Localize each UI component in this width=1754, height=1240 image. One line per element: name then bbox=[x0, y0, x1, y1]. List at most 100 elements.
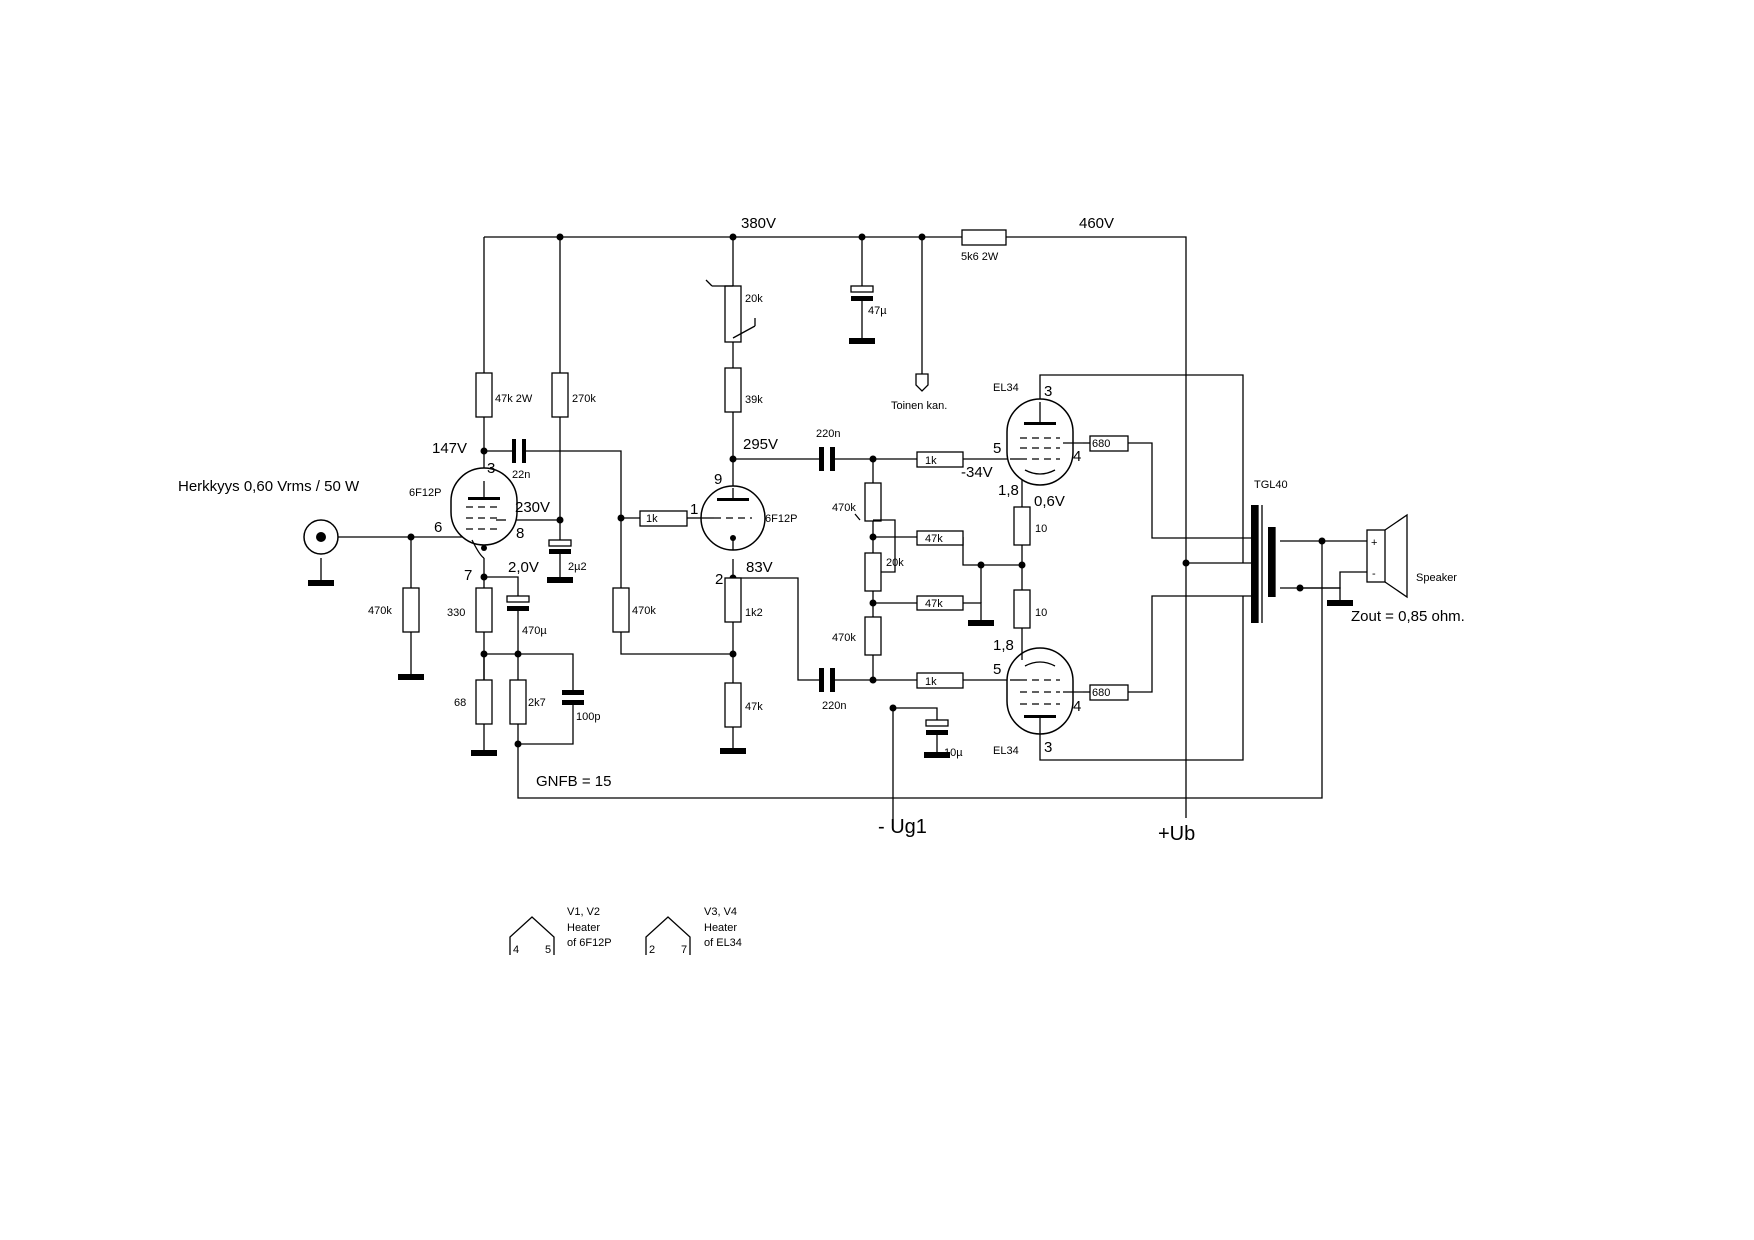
pin-label: 5 bbox=[993, 440, 1001, 457]
value-10-top: 10 bbox=[1035, 523, 1047, 535]
heater1-pin-a: 4 bbox=[513, 944, 519, 956]
value-270k: 270k bbox=[572, 393, 596, 405]
node-voltage-83: 83V bbox=[746, 559, 773, 576]
heater2-line2: Heater bbox=[704, 922, 737, 934]
value-68: 68 bbox=[454, 697, 466, 709]
value-20k-balance: 20k bbox=[886, 557, 904, 569]
node-voltage-230: 230V bbox=[515, 499, 550, 516]
pin-label: 2 bbox=[715, 571, 723, 588]
gnfb-label: GNFB = 15 bbox=[536, 773, 611, 790]
wiring bbox=[338, 236, 1367, 830]
resistor-680-top bbox=[1089, 435, 1129, 452]
resistor-10-top bbox=[1013, 506, 1031, 546]
output-transformer bbox=[1251, 505, 1287, 623]
pin-label: 1 bbox=[690, 501, 698, 518]
resistor-68 bbox=[475, 679, 493, 725]
pot-20k-balance bbox=[864, 552, 882, 592]
node-voltage-06: 0,6V bbox=[1034, 493, 1065, 510]
pot-wipers bbox=[705, 279, 896, 573]
heater2-pin-b: 7 bbox=[681, 944, 687, 956]
pin-label: 7 bbox=[464, 567, 472, 584]
heater1-line3: of 6F12P bbox=[567, 937, 612, 949]
resistors bbox=[402, 229, 1129, 728]
value-470k-top: 470k bbox=[832, 502, 856, 514]
value-470u: 470µ bbox=[522, 625, 547, 637]
resistor-47k-a bbox=[916, 530, 964, 546]
value-10u: 10µ bbox=[944, 747, 963, 759]
value-22n: 22n bbox=[512, 469, 530, 481]
output-impedance-label: Zout = 0,85 ohm. bbox=[1351, 608, 1465, 625]
input-jack bbox=[303, 519, 339, 555]
tube-v3 bbox=[1006, 398, 1083, 490]
resistor-39k bbox=[724, 367, 742, 413]
sensitivity-label: Herkkyys 0,60 Vrms / 50 W bbox=[178, 478, 360, 495]
heater2-line1: V3, V4 bbox=[704, 906, 737, 918]
node-voltage-295: 295V bbox=[743, 436, 778, 453]
pot-20k-plate bbox=[724, 285, 742, 343]
value-2k7: 2k7 bbox=[528, 697, 546, 709]
pin-label: 8 bbox=[516, 525, 524, 542]
ground-symbol bbox=[849, 338, 875, 344]
resistor-47k-cathode bbox=[724, 682, 742, 728]
pin-label: 3 bbox=[1044, 383, 1052, 400]
value-1k2: 1k2 bbox=[745, 607, 763, 619]
value-680-bottom: 680 bbox=[1092, 687, 1110, 699]
value-47k-a: 47k bbox=[925, 533, 943, 545]
resistor-470k-bottom bbox=[864, 616, 882, 656]
resistor-470k-top bbox=[864, 482, 882, 522]
ground-symbol bbox=[968, 620, 994, 626]
value-470k-input: 470k bbox=[368, 605, 392, 617]
ground-symbol bbox=[547, 577, 573, 583]
pin-label: 1,8 bbox=[998, 482, 1019, 499]
pin-label: 5 bbox=[993, 661, 1001, 678]
value-20k-plate: 20k bbox=[745, 293, 763, 305]
tube-v4-type: EL34 bbox=[993, 745, 1019, 757]
transformer-label: TGL40 bbox=[1254, 479, 1288, 491]
value-1k-bottom: 1k bbox=[925, 676, 937, 688]
value-47k-b: 47k bbox=[925, 598, 943, 610]
resistor-1k-top bbox=[916, 451, 964, 468]
ground-symbol bbox=[1327, 600, 1353, 606]
value-39k: 39k bbox=[745, 394, 763, 406]
tube-v1 bbox=[440, 467, 518, 559]
resistor-470k-grid bbox=[612, 587, 630, 633]
value-680-top: 680 bbox=[1092, 438, 1110, 450]
positive-supply-label: +Ub bbox=[1158, 823, 1195, 845]
pin-label: 6 bbox=[434, 519, 442, 536]
pin-label: 3 bbox=[487, 460, 495, 477]
second-channel-tap bbox=[915, 237, 929, 392]
second-channel-label: Toinen kan. bbox=[891, 400, 947, 412]
value-330: 330 bbox=[447, 607, 465, 619]
value-470k-grid: 470k bbox=[632, 605, 656, 617]
resistor-5k6 bbox=[961, 229, 1007, 246]
value-100p: 100p bbox=[576, 711, 600, 723]
resistor-1k-bottom bbox=[916, 672, 964, 689]
tube-v1-type: 6F12P bbox=[409, 487, 441, 499]
node-voltage-147: 147V bbox=[432, 440, 467, 457]
pin-label: 4 bbox=[1073, 698, 1081, 715]
heater1-line2: Heater bbox=[567, 922, 600, 934]
resistor-47k-b bbox=[916, 595, 964, 611]
heater1-pin-b: 5 bbox=[545, 944, 551, 956]
node-voltage-2: 2,0V bbox=[508, 559, 539, 576]
node-voltage-380: 380V bbox=[741, 215, 776, 232]
tube-v3-type: EL34 bbox=[993, 382, 1019, 394]
node-voltage-minus34: -34V bbox=[961, 464, 993, 481]
heater-v1-v2 bbox=[509, 916, 555, 955]
tube-v2 bbox=[699, 485, 766, 551]
value-220n-top: 220n bbox=[816, 428, 840, 440]
grounds bbox=[308, 338, 1353, 758]
neg-bias-supply-label: - Ug1 bbox=[878, 816, 927, 838]
ground-symbol bbox=[720, 748, 746, 754]
value-47k-2w: 47k 2W bbox=[495, 393, 533, 405]
ground-symbol bbox=[924, 752, 950, 758]
value-1k-grid: 1k bbox=[646, 513, 658, 525]
resistor-47k-2w bbox=[475, 372, 493, 418]
resistor-10-bottom bbox=[1013, 589, 1031, 629]
value-2u2: 2µ2 bbox=[568, 561, 587, 573]
value-5k6: 5k6 2W bbox=[961, 251, 999, 263]
pin-label: 9 bbox=[714, 471, 722, 488]
speaker-plus-label: + bbox=[1371, 537, 1377, 549]
